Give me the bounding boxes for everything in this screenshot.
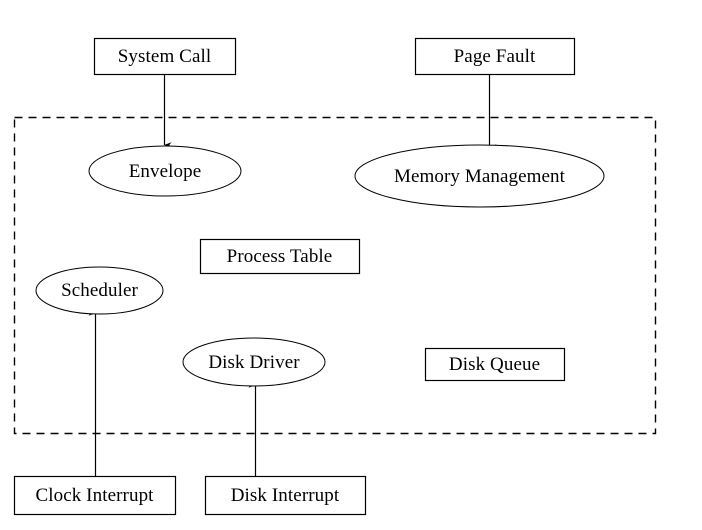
node-shape-process-table[interactable]: [199, 238, 361, 275]
node-shape-page-fault[interactable]: [414, 37, 576, 76]
node-shape-memory-management[interactable]: [354, 144, 605, 208]
node-shape-system-call[interactable]: [93, 37, 237, 76]
node-shape-disk-queue[interactable]: [424, 347, 566, 382]
node-shape-envelope[interactable]: [88, 145, 242, 197]
node-shape-disk-interrupt[interactable]: [204, 475, 367, 516]
node-shape-scheduler[interactable]: [35, 266, 164, 315]
node-shape-disk-driver[interactable]: [182, 337, 326, 387]
kernel-boundary: [13, 116, 657, 435]
node-shape-clock-interrupt[interactable]: [13, 475, 177, 516]
